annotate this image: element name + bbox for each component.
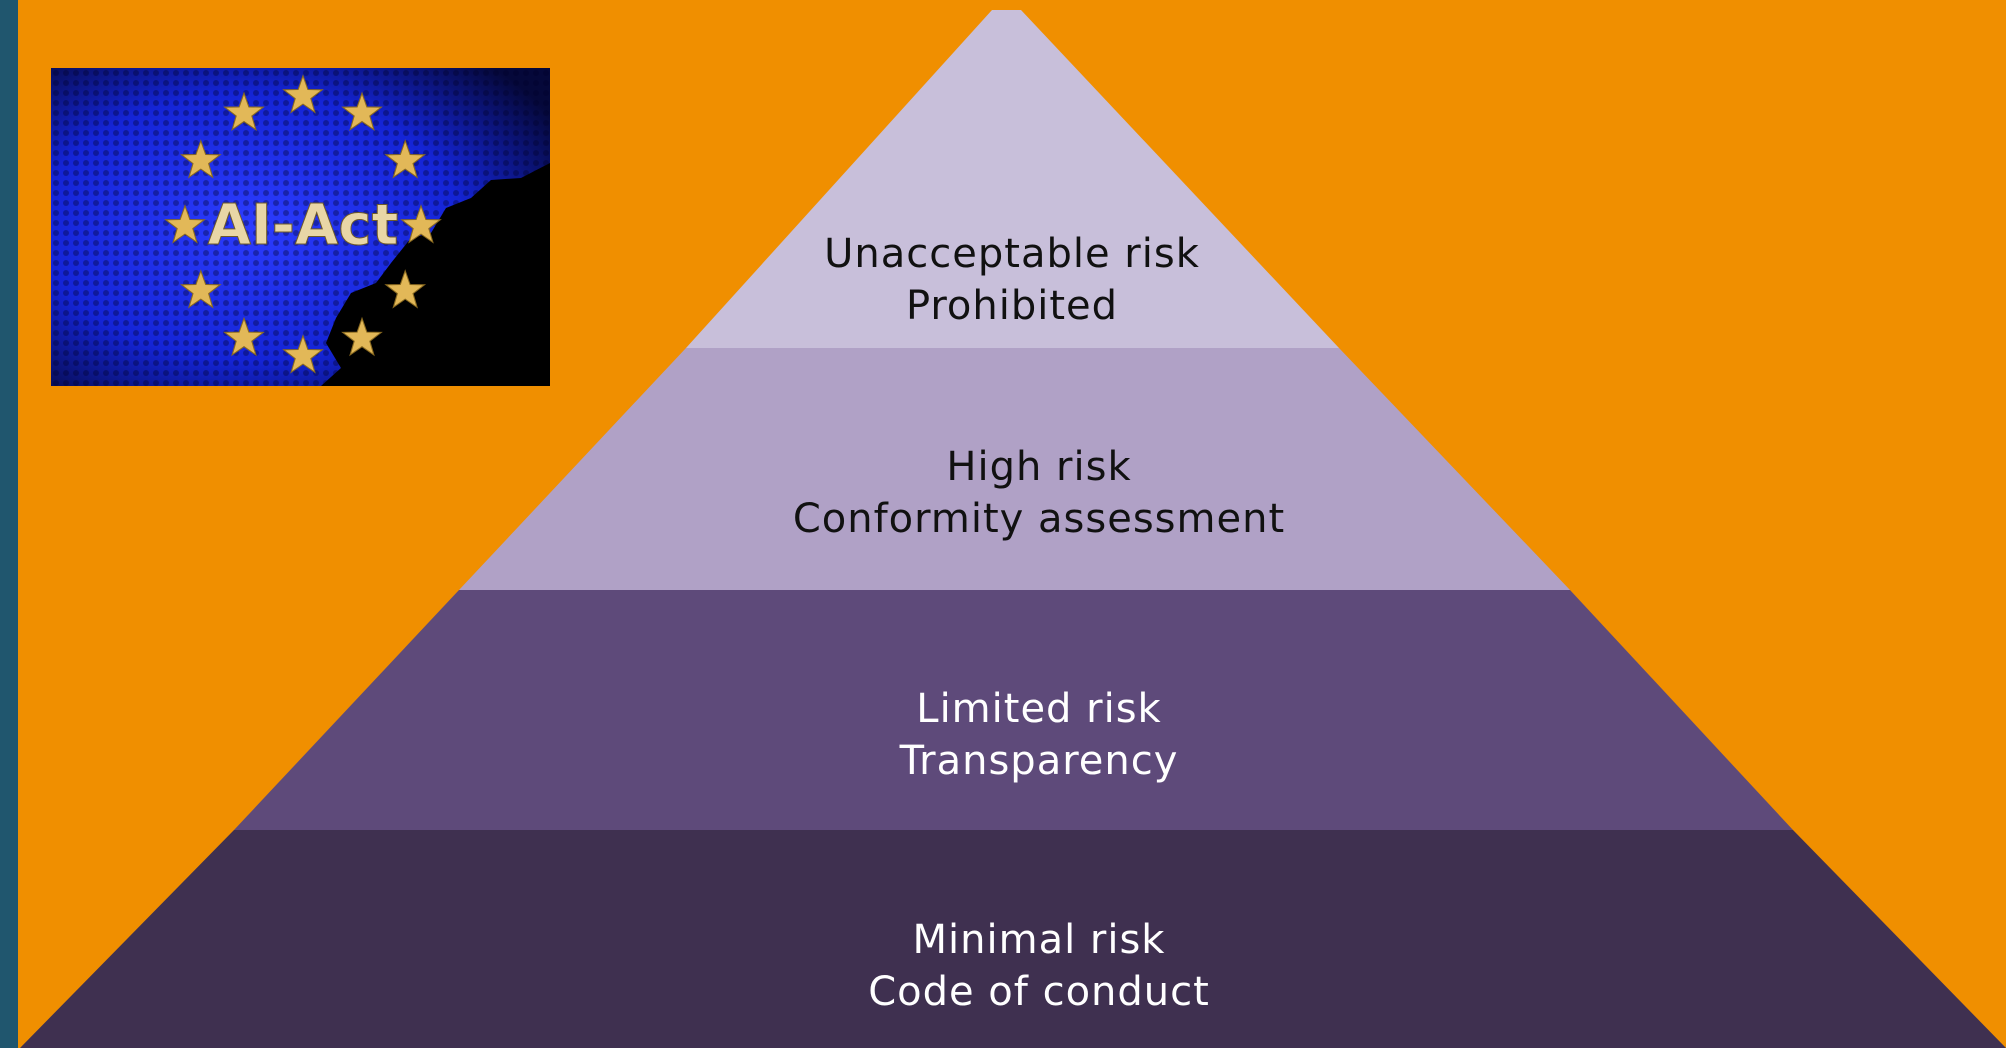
tier-high-level: High risk [946, 444, 1132, 490]
tier-minimal-label: Minimal risk Code of conduct [589, 914, 1489, 1018]
tier-minimal-band [20, 830, 2006, 1048]
tier-limited-label: Limited risk Transparency [589, 683, 1489, 787]
tier-unacceptable-label: Unacceptable risk Prohibited [562, 228, 1462, 332]
tier-limited-level: Limited risk [916, 686, 1162, 732]
logo-text: AI-Act [208, 193, 399, 258]
tier-high-band [459, 348, 1570, 590]
tier-unacceptable-requirement: Prohibited [905, 283, 1119, 329]
europe-map-silhouette [321, 163, 550, 386]
tier-unacceptable-band [686, 10, 1339, 348]
ai-act-logo: AI-Act [51, 68, 550, 386]
tier-limited-requirement: Transparency [899, 738, 1179, 784]
tier-minimal-requirement: Code of conduct [868, 969, 1210, 1015]
tier-high-requirement: Conformity assessment [792, 496, 1286, 542]
tier-limited-band [234, 590, 1793, 830]
tier-minimal-level: Minimal risk [912, 917, 1166, 963]
tier-unacceptable-level: Unacceptable risk [824, 231, 1200, 277]
side-accent-bar [0, 0, 18, 1048]
tier-high-label: High risk Conformity assessment [589, 441, 1489, 545]
